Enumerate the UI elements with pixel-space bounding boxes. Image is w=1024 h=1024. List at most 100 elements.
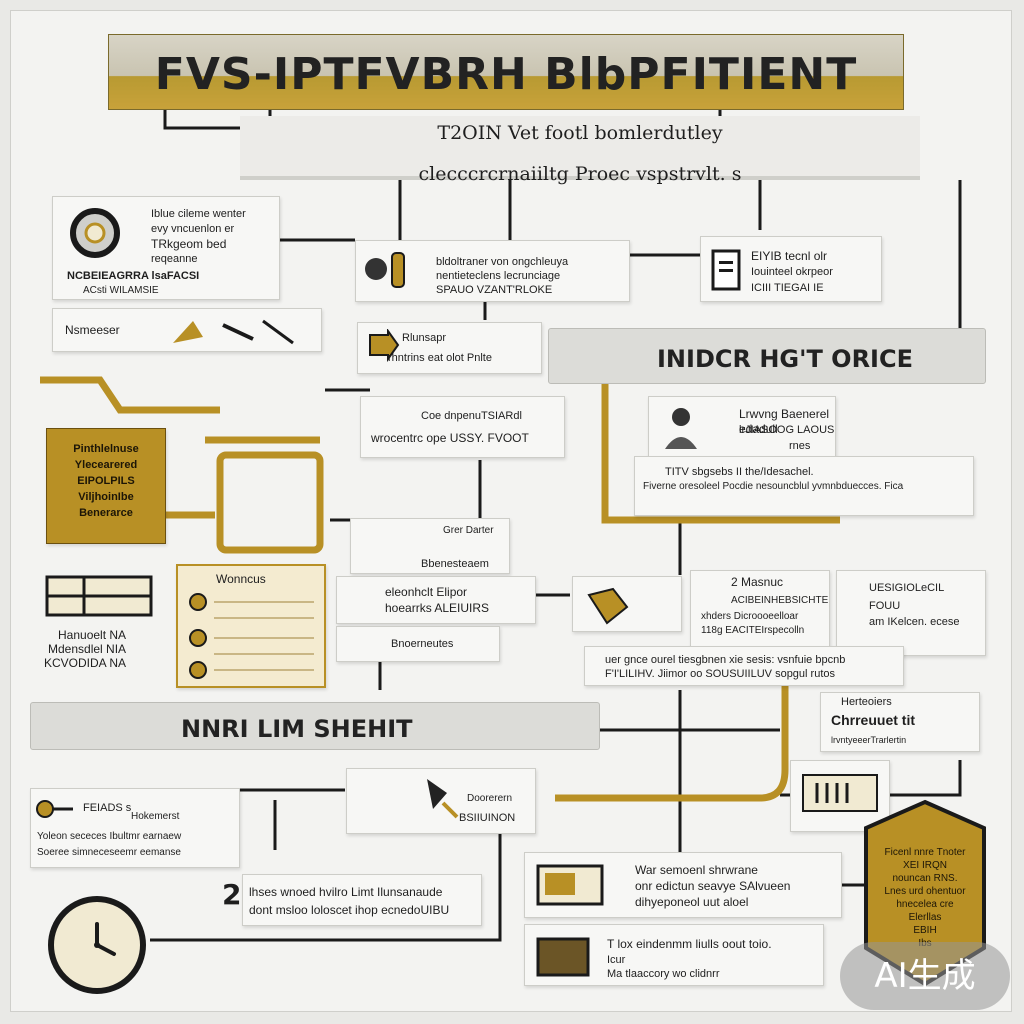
node-top-left-line-5: NCBEIEAGRRA lsaFACSI [67, 270, 200, 282]
node-top-left-line-3: TRkgeom bed [151, 237, 227, 251]
node-step2b-line-1: lhses wnoed hvilro Limt Ilunsanaude [249, 885, 443, 899]
node-center-card-a-line-1: Grer Darter [443, 525, 494, 536]
arrow-icon [173, 319, 294, 345]
gear-icon [70, 208, 120, 258]
node-top-right-line-1: EIYIB tecnl olr [751, 249, 828, 263]
page-title: FVS-IPTFVBRH BlbPFITIENT [154, 49, 858, 100]
node-chem-card-line-3: lrvntyeeerTrarlertin [831, 735, 907, 745]
node-mid-center-b: Coe dnpenuTSIARdl wrocentrc ope USSY. FV… [360, 396, 565, 458]
step-number-b: 2 [222, 878, 242, 911]
node-top-left: Iblue cileme wenter evy vncuenlon er TRk… [52, 196, 280, 300]
node-far-right-line-3: am IKelcen. ecese [869, 616, 960, 628]
key-icon [36, 800, 73, 818]
node-step2-icon [572, 576, 682, 632]
gold-block-line-5: Benerarce [79, 507, 133, 519]
node-chem-card-line-1: Herteoiers [841, 696, 892, 708]
node-chem-card-line-2: Chrreuuet tit [831, 712, 915, 728]
node-left-card-line-1: Hanuoelt NA [58, 628, 127, 642]
node-center-card-b-line-1: eleonhclt Elipor [385, 585, 468, 599]
clock-hands [94, 922, 116, 956]
node-mid-center-a: Rlunsapr rhntrins eat olot Pnlte [357, 322, 542, 374]
shield-line-4: Lnes urd ohentuor [884, 886, 966, 897]
node-bottom-center-line-1: Doorerern [467, 793, 513, 804]
node-center-card-a: Grer Darter Bbenesteaem [350, 518, 510, 574]
node-wide-note-text: uer gnce ourel tiesgbnen xie sesis: vsnf… [605, 654, 846, 680]
shield-line-5: hnecelea cre [896, 899, 954, 910]
shield-line-1: Ficenl nnre Tnoter [884, 847, 966, 858]
gold-block: Pinthlelnuse Ylecearered EIPOLPILS Viljh… [46, 428, 166, 544]
node-step2b-line-2: dont msloo loloscet ihop ecnedoUIBU [249, 903, 450, 917]
node-bottom-right-a-line-1: War semoenl shrwrane [635, 863, 758, 877]
node-mid-center-b-line-2: wrocentrc ope USSY. FVOOT [371, 431, 529, 445]
shield-line-2: XEI IRQN [903, 860, 947, 871]
arrow-right-icon [369, 329, 400, 363]
shield-line-3: nouncan RNS. [892, 873, 958, 884]
node-top-center: bldoltraner von ongchleuya nentieteclens… [355, 240, 630, 302]
node-mid-center-b-line-1: Coe dnpenuTSIARdl [421, 410, 522, 422]
node-step2-line-3: 118g EACITEIrspecolln [701, 625, 805, 636]
band-bottom-label: NNRI LIM SHEHIT [181, 715, 413, 743]
node-right-panel-foot-line-1: TITV sbgsebs II the/Idesachel. [665, 466, 814, 478]
node-wonu-card: Wonncus [176, 564, 326, 688]
lamp-icon [427, 779, 459, 819]
node-step2-line-2: xhders Dicroooeelloar [701, 611, 799, 622]
node-top-center-line-1: bldoltraner von ongchleuya [436, 256, 569, 268]
band-bottom: NNRI LIM SHEHIT [30, 702, 600, 750]
node-step2b: lhses wnoed hvilro Limt Ilunsanaude dont… [242, 874, 482, 926]
node-center-card-c: Bnoerneutes [336, 626, 500, 662]
node-center-card-b: eleonhclt Elipor hoearrks ALEIUIRS [336, 576, 536, 624]
shield-line-6: Elerllas [908, 912, 942, 923]
node-bottom-right-a-line-2: onr edictun seavye SAlvueen [635, 879, 791, 893]
node-wide-note: uer gnce ourel tiesgbnen xie sesis: vsnf… [584, 646, 904, 686]
node-step2-line-1: ACIBEINHEBSICHTEN [731, 595, 830, 606]
node-bottom-left-line-1: FEIADS s [83, 802, 132, 814]
node-wonu-card-label: Wonncus [216, 572, 266, 586]
node-right-panel-line-2: lrJIASOOG LAOUS [739, 424, 835, 436]
node-far-right: UESIGIOLeCIL FOUU am IKelcen. ecese [836, 570, 986, 656]
gold-block-line-2: Ylecearered [74, 459, 138, 471]
node-bottom-center-line-2: BSIIUINON [459, 812, 516, 824]
node-mid-left: Nsmeeser [52, 308, 322, 352]
shield-line-7: EBIH [913, 925, 937, 936]
hand-pointer-icon [587, 587, 629, 625]
node-bottom-right-b-line-2: Icur [607, 954, 626, 966]
device-icon [802, 774, 878, 812]
node-far-right-line-1: UESIGIOLeCIL [869, 582, 945, 594]
node-sensor-card [790, 760, 890, 832]
subtitle-line-2: clecccrcrnaiiltg Proec vspstrvlt. s [418, 163, 742, 185]
folder-icon [536, 937, 590, 977]
node-step2-title: 2 Masnuc [731, 575, 784, 589]
node-top-center-line-3: SPAUO VZANT'RLOKE [436, 284, 553, 296]
node-bottom-right-b-line-3: Ma tlaaccory wo clidnrr [607, 968, 720, 980]
node-right-panel-line-1: Lrwvng Baenerel edadull [739, 407, 830, 436]
gold-block-line-3: EIPOLPILS [77, 475, 135, 487]
node-center-card-c-label: Bnoerneutes [391, 638, 454, 650]
clock-icon [48, 896, 146, 994]
node-top-left-line-2: evy vncuenlon er [151, 223, 235, 235]
node-top-right-line-3: ICIII TIEGAI IE [751, 282, 824, 294]
checklist-icon [189, 593, 314, 679]
subtitle-line-1: T2OIN Vet footl bomlerdutley [437, 122, 723, 144]
title-banner: FVS-IPTFVBRH BlbPFITIENT [108, 34, 904, 110]
node-bottom-right-a: War semoenl shrwrane onr edictun seavye … [524, 852, 842, 918]
node-top-center-line-2: nentieteclens lecrunciage [436, 270, 561, 282]
node-bottom-right-a-line-3: dihyeponeol uut aloel [635, 895, 749, 909]
node-right-panel-foot-line-2: Fiverne oresoleel Pocdie nesouncblul yvm… [643, 481, 904, 492]
node-bottom-right-b-line-1: T lox eindenmm liulls oout toio. [607, 937, 772, 951]
node-bottom-left-line-2: Hokemerst [131, 811, 180, 822]
node-step2-text: 2 Masnuc ACIBEINHEBSICHTEN xhders Dicroo… [690, 570, 830, 658]
node-bottom-right-b: T lox eindenmm liulls oout toio. Icur Ma… [524, 924, 824, 986]
gold-block-line-1: Pinthlelnuse [73, 443, 139, 455]
node-bottom-left-line-3: Yoleon sececes Ibultmr earnaew [37, 831, 182, 842]
ai-generated-badge: AI生成 [840, 942, 1010, 1010]
node-mid-center-a-line-1: Rlunsapr [402, 332, 447, 344]
document-icon [711, 249, 741, 291]
tools-icon [365, 252, 405, 288]
node-top-left-line-4: reqeanne [151, 253, 198, 265]
node-top-right: EIYIB tecnl olr Iouinteel okrpeor ICIII … [700, 236, 882, 302]
node-center-card-b-line-2: hoearrks ALEIUIRS [385, 601, 490, 615]
shield-text: Ficenl nnre Tnoter XEI IRQN nouncan RNS.… [872, 846, 978, 950]
node-left-card-line-3: KCVODIDA NA [44, 656, 127, 670]
node-bottom-left: FEIADS s Hokemerst Yoleon sececes Ibultm… [30, 788, 240, 868]
subtitle-block: T2OIN Vet footl bomlerdutley clecccrcrna… [240, 116, 920, 185]
